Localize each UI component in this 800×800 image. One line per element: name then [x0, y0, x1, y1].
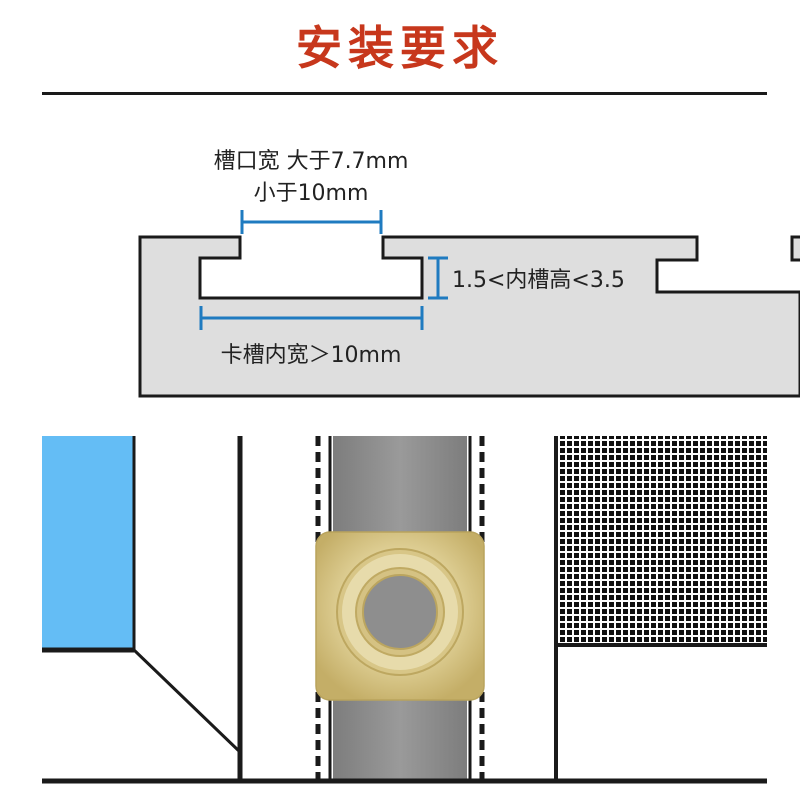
page-title: 安装要求: [296, 21, 504, 75]
inner-width-dimension: [199, 306, 424, 330]
slot-width-dimension: [240, 210, 383, 234]
inner-width-label: 卡槽内宽＞10mm: [221, 343, 402, 368]
inner-height-dimension: [428, 256, 448, 300]
installation-illustration: [42, 436, 767, 784]
inner-height-label: 1.5<内槽高<3.5: [452, 268, 625, 293]
brass-nut: [315, 531, 485, 701]
profile-body: [138, 235, 800, 398]
blue-panel: [42, 436, 134, 648]
title-divider: [42, 92, 767, 95]
mesh-panel: [558, 436, 767, 643]
profile-adjacent-edge: [790, 235, 800, 262]
profile-cross-section: [138, 235, 800, 398]
slot-width-label-line1: 槽口宽 大于7.7mm: [214, 149, 409, 174]
slot-width-label-line2: 小于10mm: [254, 181, 369, 206]
